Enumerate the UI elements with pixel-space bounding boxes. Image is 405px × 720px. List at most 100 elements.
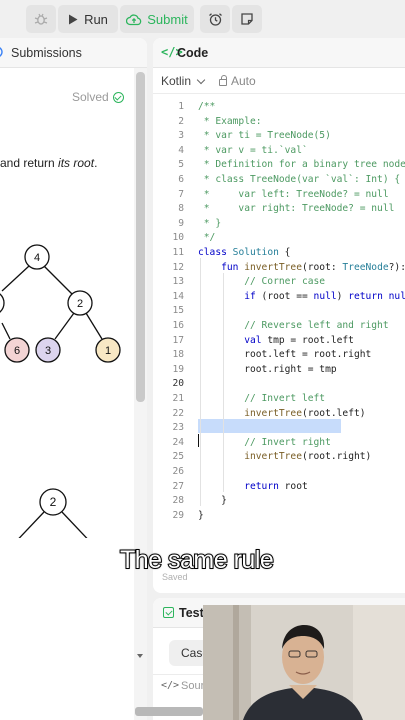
bug-icon <box>34 13 48 25</box>
horizontal-scrollbar[interactable] <box>135 707 203 716</box>
code-line[interactable]: 25 invertTree(root.right) <box>153 450 405 465</box>
code-tab-label: Code <box>177 46 209 60</box>
code-text: * Example: <box>198 115 262 127</box>
line-number: 8 <box>178 203 184 215</box>
code-text: /** <box>198 101 216 112</box>
code-line[interactable]: 29} <box>153 509 405 524</box>
code-line[interactable]: 14 if (root == null) return null <box>153 290 405 305</box>
scroll-down-arrow-icon[interactable] <box>137 654 143 658</box>
code-line[interactable]: 19 root.right = tmp <box>153 363 405 378</box>
description-panel: Submissions Solved and return its root. … <box>0 38 147 720</box>
line-number: 29 <box>172 509 184 521</box>
description-emphasis: its root <box>58 156 95 170</box>
code-tab[interactable]: </> Code <box>153 38 405 68</box>
run-button[interactable]: Run <box>58 5 118 33</box>
code-line[interactable]: 23 <box>153 421 405 436</box>
language-label: Kotlin <box>161 74 192 88</box>
line-number: 11 <box>172 247 184 258</box>
line-number: 22 <box>172 407 184 419</box>
alarm-clock-icon <box>208 12 222 26</box>
indent-guide <box>200 258 201 506</box>
code-text: root.right = tmp <box>198 363 337 375</box>
line-number: 5 <box>178 159 184 171</box>
code-line[interactable]: 6 * class TreeNode(var `val`: Int) { <box>153 173 405 188</box>
cloud-upload-icon <box>126 13 142 25</box>
line-number: 19 <box>172 363 184 375</box>
tree-label-2: 2 <box>77 298 83 310</box>
code-line[interactable]: 26 <box>153 465 405 480</box>
code-editor[interactable]: 1/**2 * Example:3 * var ti = TreeNode(5)… <box>153 98 405 568</box>
example-trees: 4 2 6 3 1 2 1 <box>0 244 121 538</box>
code-text: // Reverse left and right <box>198 320 389 331</box>
code-line[interactable]: 13 // Corner case <box>153 275 405 290</box>
saved-status: Saved <box>162 572 188 582</box>
submissions-tab[interactable]: Submissions <box>0 38 147 68</box>
code-text: // Invert right <box>198 436 331 448</box>
code-line[interactable]: 17 val tmp = root.left <box>153 334 405 349</box>
code-line[interactable]: 3 * var ti = TreeNode(5) <box>153 129 405 144</box>
line-number: 14 <box>172 290 184 302</box>
submit-button[interactable]: Submit <box>120 5 194 33</box>
code-line[interactable]: 10 */ <box>153 231 405 246</box>
timer-button[interactable] <box>200 5 230 33</box>
editor-settings-row: Kotlin Auto <box>153 68 405 94</box>
code-line[interactable]: 16 // Reverse left and right <box>153 319 405 334</box>
line-number: 4 <box>178 144 184 156</box>
note-icon <box>241 13 253 25</box>
line-number: 13 <box>172 276 184 288</box>
line-number: 23 <box>172 422 184 434</box>
language-select[interactable]: Kotlin <box>161 74 206 88</box>
code-line[interactable]: 9 * } <box>153 217 405 232</box>
code-brackets-icon: </> <box>161 680 180 691</box>
code-line[interactable]: 2 * Example: <box>153 115 405 130</box>
line-number: 27 <box>172 480 184 492</box>
code-line[interactable]: 24 // Invert right <box>153 436 405 451</box>
debug-button[interactable] <box>26 5 56 33</box>
line-number: 16 <box>172 320 184 331</box>
tree-label-1: 1 <box>105 345 111 357</box>
lock-icon <box>219 75 227 86</box>
note-button[interactable] <box>232 5 262 33</box>
code-line[interactable]: 12 fun invertTree(root: TreeNode?): T <box>153 261 405 276</box>
code-text: // Invert left <box>198 393 326 404</box>
auto-mode-label: Auto <box>231 74 256 88</box>
code-line[interactable]: 5 * Definition for a binary tree node <box>153 158 405 173</box>
submit-label: Submit <box>147 11 188 27</box>
code-line[interactable]: 4 * var v = ti.`val` <box>153 144 405 159</box>
code-text: * var v = ti.`val` <box>198 144 308 156</box>
checkbox-icon <box>163 607 174 618</box>
code-line[interactable]: 18 root.left = root.right <box>153 348 405 363</box>
code-line[interactable]: 8 * var right: TreeNode? = null <box>153 202 405 217</box>
play-icon <box>69 14 78 24</box>
line-number: 3 <box>178 130 184 142</box>
chevron-down-icon <box>196 75 206 84</box>
problem-description: and return its root. <box>0 156 97 170</box>
line-number: 7 <box>178 188 184 200</box>
indent-guide <box>223 273 224 492</box>
code-brackets-icon: </> <box>161 45 183 59</box>
code-line[interactable]: 22 invertTree(root.left) <box>153 407 405 422</box>
code-line[interactable]: 7 * var left: TreeNode? = null <box>153 188 405 203</box>
tree-label-4: 4 <box>34 252 40 264</box>
line-number: 21 <box>172 393 184 404</box>
code-line[interactable]: 21 // Invert left <box>153 392 405 407</box>
code-line[interactable]: 15 <box>153 304 405 319</box>
tree-node-partial <box>0 293 5 313</box>
line-number: 20 <box>172 378 184 390</box>
code-text: return root <box>244 480 308 492</box>
code-text: if (root == null) return null <box>244 290 405 302</box>
selection-highlight <box>198 419 341 433</box>
code-line[interactable]: 28 } <box>153 494 405 509</box>
code-line[interactable]: 1/** <box>153 100 405 115</box>
code-line[interactable]: 27 return root <box>153 480 405 495</box>
code-line[interactable]: 20 <box>153 377 405 392</box>
auto-mode-toggle[interactable]: Auto <box>219 74 256 88</box>
line-number: 9 <box>178 217 184 229</box>
code-text: * var ti = TreeNode(5) <box>198 130 331 142</box>
tree-node-4 <box>24 244 50 270</box>
description-suffix: . <box>94 156 98 170</box>
description-scroll-thumb[interactable] <box>136 72 145 402</box>
line-number: 2 <box>178 115 184 127</box>
